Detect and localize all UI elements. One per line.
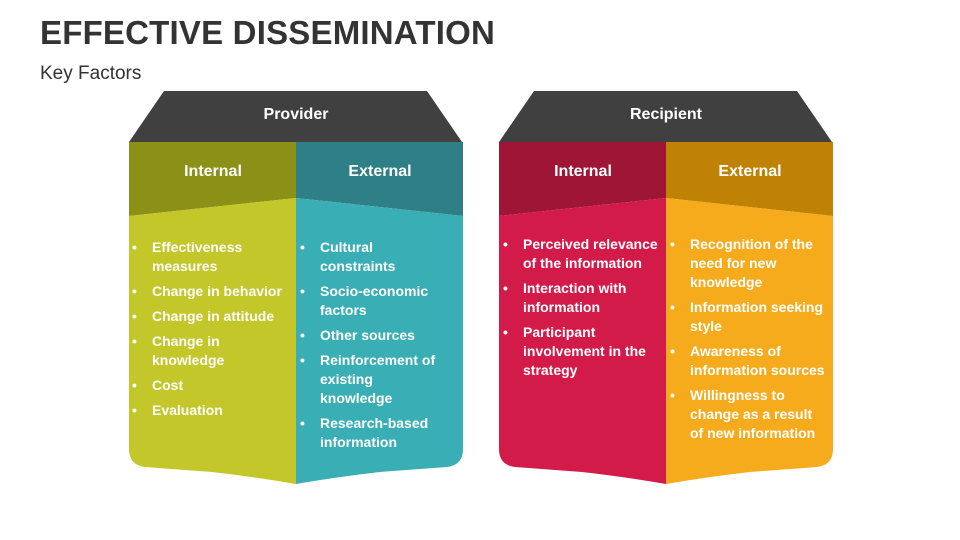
provider-internal-label: Internal xyxy=(184,163,242,180)
recipient-internal-top-shape xyxy=(499,142,666,216)
recipient-internal-list: Perceived relevance of the informationIn… xyxy=(500,235,660,386)
page-title: EFFECTIVE DISSEMINATION xyxy=(40,14,496,51)
provider-internal-list: Effectiveness measuresChange in behavior… xyxy=(129,238,284,426)
list-item: Information seeking style xyxy=(667,298,829,336)
recipient-header-shape xyxy=(499,91,832,142)
recipient-external-list: Recognition of the need for new knowledg… xyxy=(667,235,829,449)
list-item: Participant involvement in the strategy xyxy=(500,323,660,380)
list-item: Evaluation xyxy=(129,401,284,420)
list-item: Cost xyxy=(129,376,284,395)
recipient-external-top-shape xyxy=(666,142,833,216)
recipient-external-label: External xyxy=(718,163,782,180)
provider-internal-top-shape xyxy=(129,142,296,216)
list-item: Effectiveness measures xyxy=(129,238,284,276)
list-item: Research-based information xyxy=(297,414,447,452)
list-item: Other sources xyxy=(297,326,447,345)
page-subtitle: Key Factors xyxy=(40,63,142,84)
list-item: Perceived relevance of the information xyxy=(500,235,660,273)
provider-external-top-shape xyxy=(296,142,463,216)
recipient-header-label: Recipient xyxy=(629,106,702,123)
list-item: Recognition of the need for new knowledg… xyxy=(667,235,829,292)
list-item: Willingness to change as a result of new… xyxy=(667,386,829,443)
provider-external-label: External xyxy=(348,163,412,180)
list-item: Awareness of information sources xyxy=(667,342,829,380)
list-item: Change in knowledge xyxy=(129,332,284,370)
provider-header-label: Provider xyxy=(263,106,329,123)
list-item: Reinforcement of existing knowledge xyxy=(297,351,447,408)
list-item: Cultural constraints xyxy=(297,238,447,276)
list-item: Change in attitude xyxy=(129,307,284,326)
list-item: Socio-economic factors xyxy=(297,282,447,320)
list-item: Interaction with information xyxy=(500,279,660,317)
provider-header-shape xyxy=(129,91,462,142)
recipient-internal-label: Internal xyxy=(554,163,612,180)
list-item: Change in behavior xyxy=(129,282,284,301)
provider-external-list: Cultural constraintsSocio-economic facto… xyxy=(297,238,447,458)
